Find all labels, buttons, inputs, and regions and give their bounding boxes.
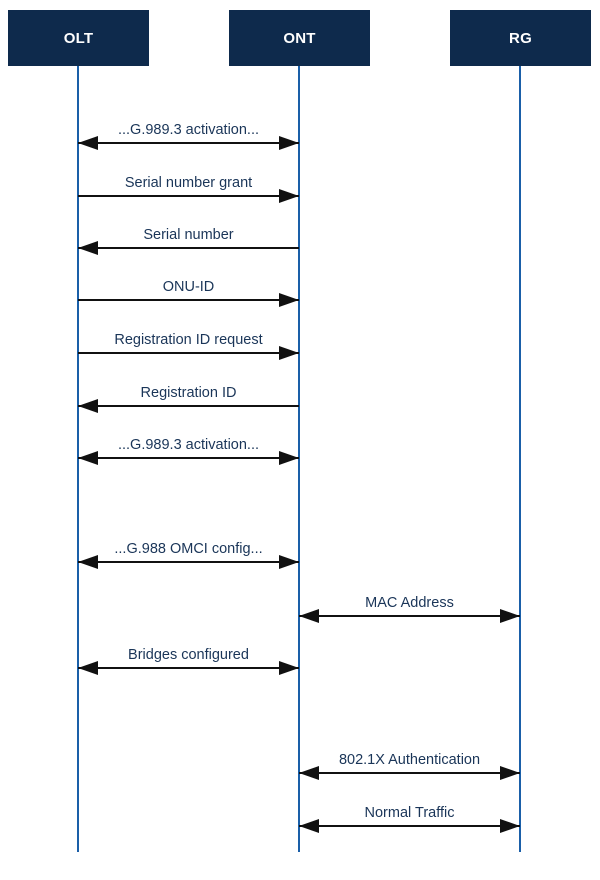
- arrowhead-left: [299, 766, 319, 780]
- message-label: 802.1X Authentication: [339, 752, 480, 768]
- message-label: Normal Traffic: [365, 805, 455, 821]
- arrowhead-right: [279, 346, 299, 360]
- arrowhead-right: [500, 766, 520, 780]
- message-label: ...G.988 OMCI config...: [114, 541, 262, 557]
- message-label: Registration ID request: [114, 332, 262, 348]
- message-5: Registration ID: [78, 385, 299, 413]
- actor-olt: OLT: [8, 10, 149, 66]
- actor-rg-label: RG: [509, 29, 532, 47]
- arrowhead-right: [279, 293, 299, 307]
- message-label: Bridges configured: [128, 647, 249, 663]
- message-label: Registration ID: [141, 385, 237, 401]
- arrowhead-right: [279, 189, 299, 203]
- arrowhead-left: [78, 241, 98, 255]
- arrowhead-right: [279, 555, 299, 569]
- message-label: ...G.989.3 activation...: [118, 437, 259, 453]
- message-7: ...G.988 OMCI config...: [78, 541, 299, 569]
- message-8: MAC Address: [299, 595, 520, 623]
- message-4: Registration ID request: [78, 332, 299, 360]
- arrowhead-left: [78, 136, 98, 150]
- arrowhead-left: [78, 555, 98, 569]
- message-label: Serial number grant: [125, 175, 252, 191]
- message-3: ONU-ID: [78, 279, 299, 307]
- arrowhead-right: [279, 661, 299, 675]
- message-label: MAC Address: [365, 595, 454, 611]
- arrowhead-right: [279, 451, 299, 465]
- message-10: 802.1X Authentication: [299, 752, 520, 780]
- arrowhead-right: [279, 136, 299, 150]
- message-0: ...G.989.3 activation...: [78, 122, 299, 150]
- actor-olt-label: OLT: [63, 29, 94, 47]
- message-label: Serial number: [143, 227, 233, 243]
- actor-rg: RG: [450, 10, 591, 66]
- message-2: Serial number: [78, 227, 299, 255]
- arrowhead-left: [299, 819, 319, 833]
- message-label: ONU-ID: [163, 279, 215, 295]
- message-6: ...G.989.3 activation...: [78, 437, 299, 465]
- arrowhead-right: [500, 609, 520, 623]
- arrowhead-right: [500, 819, 520, 833]
- message-11: Normal Traffic: [299, 805, 520, 833]
- actor-ont: ONT: [229, 10, 370, 66]
- actor-ont-label: ONT: [283, 29, 316, 47]
- message-9: Bridges configured: [78, 647, 299, 675]
- arrowhead-left: [78, 399, 98, 413]
- message-1: Serial number grant: [78, 175, 299, 203]
- message-label: ...G.989.3 activation...: [118, 122, 259, 138]
- arrowhead-left: [299, 609, 319, 623]
- arrowhead-left: [78, 451, 98, 465]
- arrowhead-left: [78, 661, 98, 675]
